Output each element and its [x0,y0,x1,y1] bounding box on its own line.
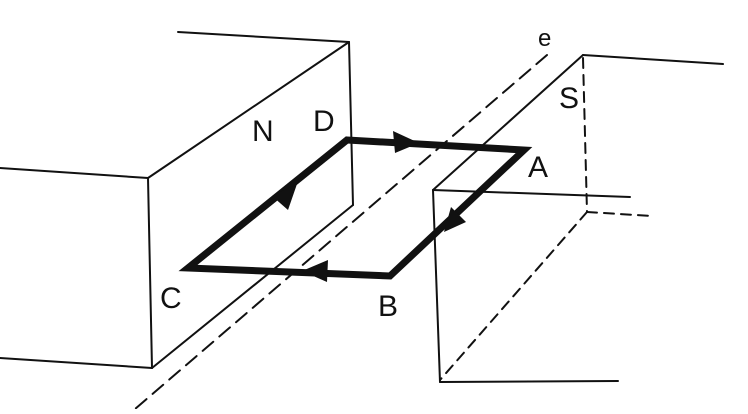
south-magnet-hidden-horizontal-edge [586,211,653,217]
coil-arrow-c-to-d [272,184,297,210]
south-magnet-top-back-edge [582,54,724,65]
south-magnet-top-diagonal-edge [432,54,584,191]
south-magnet-hidden-vertical-edge [582,57,588,213]
north-magnet [0,31,354,369]
south-magnet-hidden-bottom-diagonal-edge [439,211,588,381]
north-magnet-pole-face-right-edge [348,41,354,206]
south-magnet-top-front-edge [432,189,631,198]
north-magnet-pole-face-bottom-edge [151,204,354,369]
diagram-labels: N D A B C S e [160,25,579,323]
vertex-b-label: B [378,290,398,323]
south-magnet [432,54,724,383]
north-magnet-front-vertical-edge [147,177,153,369]
coil-arrow-a-to-b [444,207,466,232]
north-magnet-top-diagonal-edge [147,41,350,179]
north-magnet-top-back-edge [177,31,350,43]
south-pole-label: S [559,82,579,115]
coil-arrow-d-to-a [393,131,419,153]
north-pole-label: N [252,115,274,148]
rotation-axis [134,54,548,410]
south-magnet-hidden-edges [439,57,653,381]
coil-arrow-b-to-c [302,260,328,282]
rotation-axis-line [134,54,548,410]
north-magnet-bottom-front-edge [0,357,153,369]
coil-loop-outline [178,136,533,280]
vertex-d-label: D [313,105,335,138]
north-magnet-top-front-edge [0,167,149,179]
coil-loop [178,131,533,282]
south-magnet-front-vertical-edge [432,189,441,383]
axis-label: e [538,25,551,52]
south-magnet-bottom-front-edge [439,380,619,383]
vertex-a-label: A [528,151,548,184]
vertex-c-label: C [160,282,182,315]
